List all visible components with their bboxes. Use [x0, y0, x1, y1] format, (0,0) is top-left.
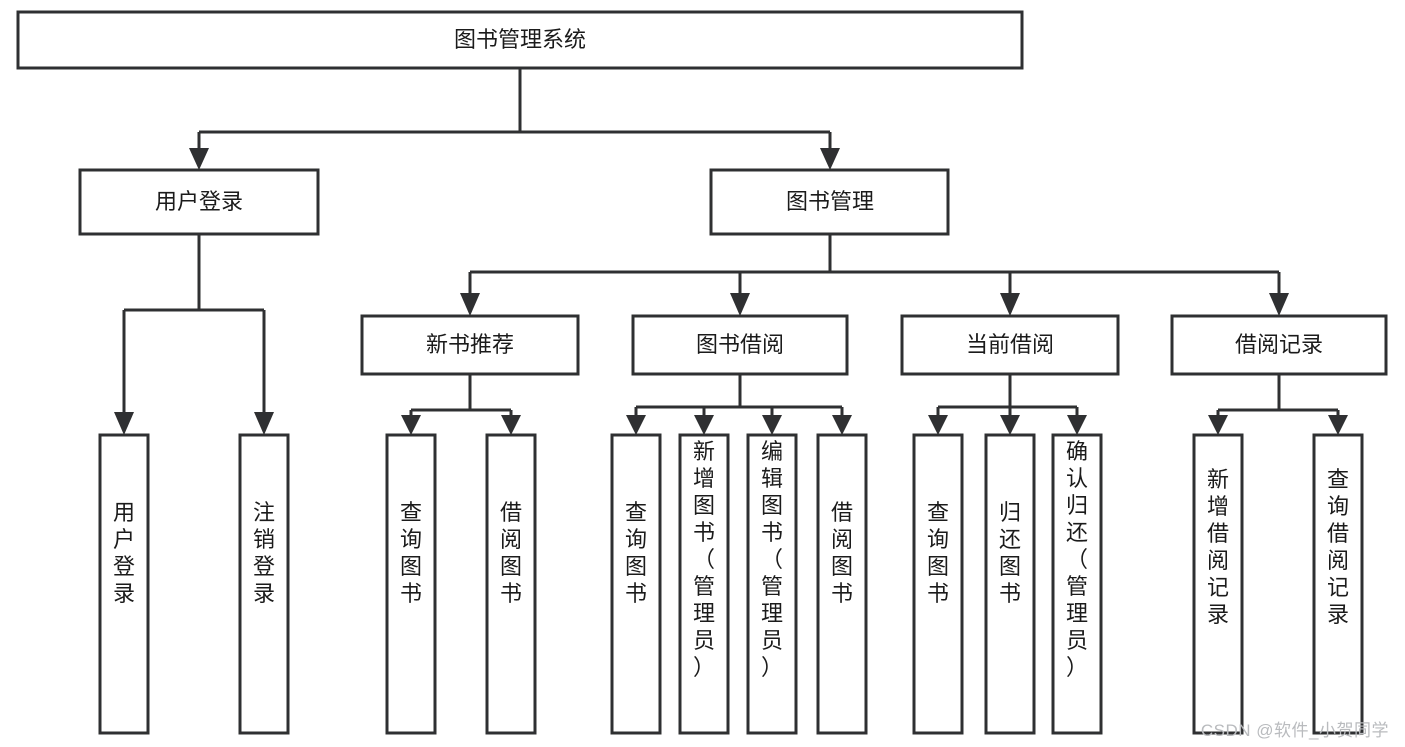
node-borrow-label: 图书借阅	[696, 332, 784, 357]
node-root-label: 图书管理系统	[454, 27, 586, 52]
node-newbook-box[interactable]	[360, 314, 580, 376]
node-leaf-8-label: 借阅图书	[831, 500, 853, 606]
connector-layer	[114, 68, 1348, 435]
node-newbook-label: 新书推荐	[426, 332, 514, 357]
node-leaf-12-box[interactable]	[1192, 433, 1244, 735]
node-leaf-1[interactable]: 用户登录	[98, 433, 150, 735]
arrow-head-leaf7	[762, 415, 782, 435]
node-bookmgmt-box[interactable]	[709, 168, 950, 236]
arrow-head-records	[1269, 293, 1289, 316]
node-leaf-10-label: 归还图书	[999, 500, 1021, 606]
node-leaf-1-box[interactable]	[98, 433, 150, 735]
node-leaf-7-box[interactable]	[746, 433, 798, 735]
arrow-head-login	[189, 148, 209, 170]
arrow-head-leaf12	[1208, 415, 1228, 435]
arrow-head-leaf2	[254, 412, 274, 435]
node-leaf-7[interactable]: 编辑图书（管理员）	[746, 433, 798, 735]
node-current-label: 当前借阅	[966, 332, 1054, 357]
arrow-head-newbook	[460, 293, 480, 316]
node-current-box[interactable]	[900, 314, 1120, 376]
arrow-head-leaf4	[501, 415, 521, 435]
node-newbook[interactable]: 新书推荐	[360, 314, 580, 376]
node-leaf-11[interactable]: 确认归还（管理员）	[1051, 433, 1103, 735]
arrow-head-leaf3	[401, 415, 421, 435]
node-leaf-4-label: 借阅图书	[500, 500, 522, 606]
node-leaf-5-label: 查询图书	[625, 500, 647, 606]
node-current[interactable]: 当前借阅	[900, 314, 1120, 376]
node-leaf-13[interactable]: 查询借阅记录	[1312, 433, 1364, 735]
arrow-head-leaf6	[694, 415, 714, 435]
node-leaf-10-box[interactable]	[984, 433, 1036, 735]
node-leaf-9-label: 查询图书	[927, 500, 949, 606]
node-leaf-6-box[interactable]	[678, 433, 730, 735]
node-leaf-2[interactable]: 注销登录	[238, 433, 290, 735]
node-root[interactable]: 图书管理系统	[16, 10, 1024, 70]
node-leaf-11-label: 确认归还（管理员）	[1066, 439, 1088, 680]
arrow-head-borrow	[730, 293, 750, 316]
node-leaf-12-label: 新增借阅记录	[1207, 467, 1229, 627]
arrow-head-leaf8	[832, 415, 852, 435]
node-login[interactable]: 用户登录	[78, 168, 320, 236]
node-login-box[interactable]	[78, 168, 320, 236]
arrow-head-leaf11	[1067, 415, 1087, 435]
arrow-head-current	[1000, 293, 1020, 316]
node-root-box[interactable]	[16, 10, 1024, 70]
node-borrow[interactable]: 图书借阅	[631, 314, 849, 376]
node-leaf-5[interactable]: 查询图书	[610, 433, 662, 735]
csdn-watermark: CSDN @软件_小贺同学	[1200, 721, 1389, 740]
node-leaf-2-box[interactable]	[238, 433, 290, 735]
node-leaf-8[interactable]: 借阅图书	[816, 433, 868, 735]
arrow-head-bookmgmt	[820, 148, 840, 170]
arrow-head-leaf5	[626, 415, 646, 435]
node-leaf-5-box[interactable]	[610, 433, 662, 735]
node-leaf-10[interactable]: 归还图书	[984, 433, 1036, 735]
node-login-label: 用户登录	[155, 189, 243, 214]
node-borrow-box[interactable]	[631, 314, 849, 376]
node-leaf-9[interactable]: 查询图书	[912, 433, 964, 735]
node-leaf-2-label: 注销登录	[253, 500, 275, 606]
node-leaf-4[interactable]: 借阅图书	[485, 433, 537, 735]
node-leaf-4-box[interactable]	[485, 433, 537, 735]
arrow-head-leaf10	[1000, 415, 1020, 435]
node-records[interactable]: 借阅记录	[1170, 314, 1388, 376]
node-leaf-6[interactable]: 新增图书（管理员）	[678, 433, 730, 735]
node-bookmgmt[interactable]: 图书管理	[709, 168, 950, 236]
node-records-box[interactable]	[1170, 314, 1388, 376]
node-leaf-9-box[interactable]	[912, 433, 964, 735]
node-bookmgmt-label: 图书管理	[786, 189, 874, 214]
node-leaf-13-box[interactable]	[1312, 433, 1364, 735]
node-leaf-3-label: 查询图书	[400, 500, 422, 606]
node-leaf-1-label: 用户登录	[113, 500, 135, 606]
node-records-label: 借阅记录	[1235, 332, 1323, 357]
arrow-head-leaf1	[114, 412, 134, 435]
node-leaf-7-label: 编辑图书（管理员）	[761, 439, 783, 680]
node-leaf-8-box[interactable]	[816, 433, 868, 735]
node-leaf-12[interactable]: 新增借阅记录	[1192, 433, 1244, 735]
node-leaf-3-box[interactable]	[385, 433, 437, 735]
node-leaf-11-box[interactable]	[1051, 433, 1103, 735]
node-leaf-13-label: 查询借阅记录	[1327, 467, 1349, 627]
arrow-head-leaf13	[1328, 415, 1348, 435]
node-leaf-3[interactable]: 查询图书	[385, 433, 437, 735]
node-leaf-6-label: 新增图书（管理员）	[693, 439, 715, 680]
arrow-head-leaf9	[928, 415, 948, 435]
